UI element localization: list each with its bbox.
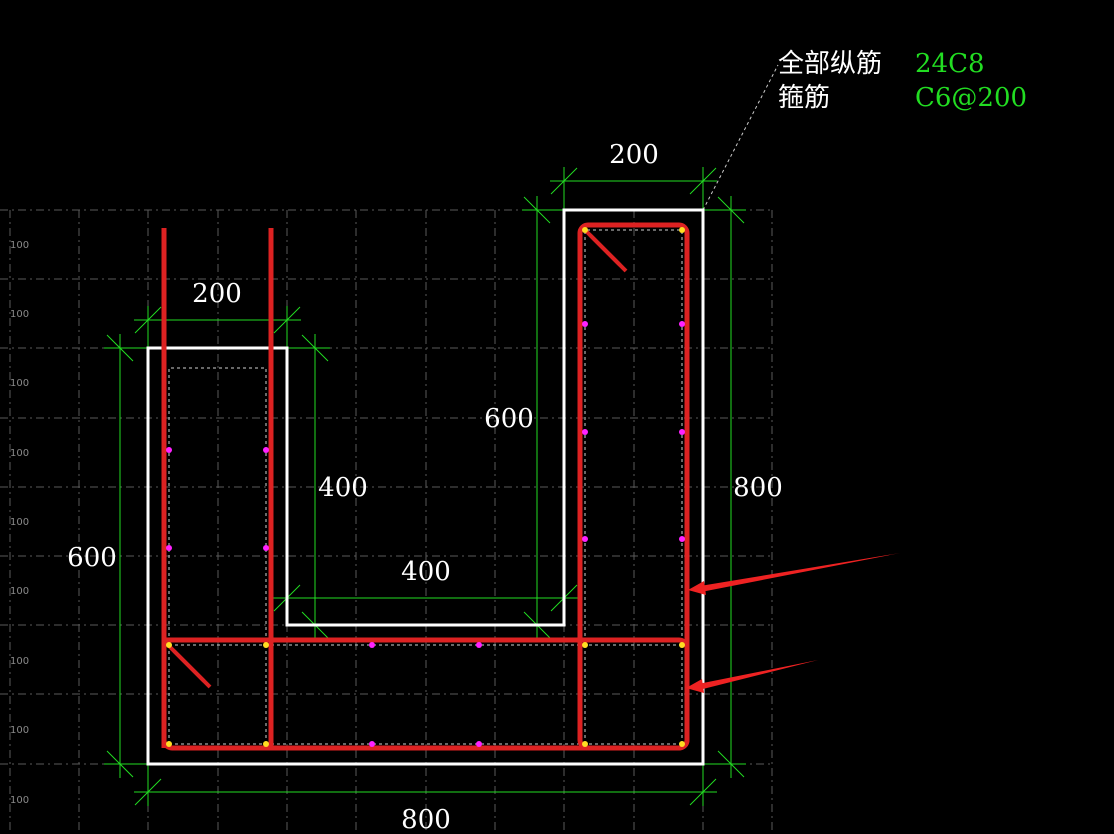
dim-right-height: 800 <box>733 473 783 503</box>
corner-bar-point <box>582 227 588 233</box>
corner-bar-point <box>679 642 685 648</box>
rebar-legend: 全部纵筋 24C8 箍筋 C6@200 <box>778 49 1027 113</box>
bar-point <box>679 536 685 542</box>
bar-point <box>582 536 588 542</box>
stirrup-hooks <box>166 227 628 689</box>
arrow-lower <box>698 660 818 690</box>
stirrups <box>161 222 690 751</box>
corner-bar-point <box>166 741 172 747</box>
grid-row-label: 100 <box>10 448 29 459</box>
legend-stirrup-value: C6@200 <box>915 83 1027 113</box>
dim-left-height: 600 <box>67 543 117 573</box>
bar-point <box>166 447 172 453</box>
bar-point <box>166 545 172 551</box>
dim-right-leg-width: 200 <box>609 140 659 170</box>
corner-bar-point <box>582 741 588 747</box>
section-outline <box>146 208 705 766</box>
dim-left-leg-width: 200 <box>192 279 242 309</box>
legend-longitudinal-label: 全部纵筋 <box>778 49 882 79</box>
annotation-arrows <box>686 553 900 693</box>
grid-row-label: 100 <box>10 240 29 251</box>
arrow-upper <box>700 553 900 592</box>
dim-inner-bottom-width: 400 <box>401 557 451 587</box>
grid-row-label: 100 <box>10 517 29 528</box>
corner-bar-point <box>679 741 685 747</box>
bar-point <box>476 642 482 648</box>
grid-row-label: 100 <box>10 309 29 320</box>
bar-point <box>582 429 588 435</box>
grid-row-label: 100 <box>10 378 29 389</box>
grid-row-label: 100 <box>10 725 29 736</box>
corner-bar-point <box>582 642 588 648</box>
legend-longitudinal-value: 24C8 <box>915 49 985 79</box>
bar-point <box>369 642 375 648</box>
grid-row-label: 100 <box>10 586 29 597</box>
dim-inner-left-height: 400 <box>318 473 368 503</box>
dimension-lines <box>104 167 746 806</box>
bar-point <box>476 741 482 747</box>
longitudinal-bars <box>166 227 685 747</box>
cover-lines <box>168 229 683 745</box>
corner-bar-point <box>679 227 685 233</box>
bar-point <box>369 741 375 747</box>
grid <box>0 209 773 834</box>
leader-line <box>702 64 779 211</box>
corner-bar-point <box>263 642 269 648</box>
dim-inner-right-height: 600 <box>484 404 534 434</box>
grid-row-labels: 100 100 100 100 100 100 100 100 100 <box>10 240 29 806</box>
bar-point <box>263 447 269 453</box>
grid-row-label: 100 <box>10 656 29 667</box>
bar-point <box>679 429 685 435</box>
bar-point <box>582 321 588 327</box>
bar-point <box>263 545 269 551</box>
dim-bottom-width: 800 <box>401 805 451 834</box>
arrow-upper-head <box>688 581 706 595</box>
legend-stirrup-label: 箍筋 <box>778 83 830 113</box>
corner-bar-point <box>166 642 172 648</box>
corner-bar-point <box>263 741 269 747</box>
grid-row-label: 100 <box>10 795 29 806</box>
arrow-lower-head <box>686 679 704 693</box>
bar-point <box>679 321 685 327</box>
